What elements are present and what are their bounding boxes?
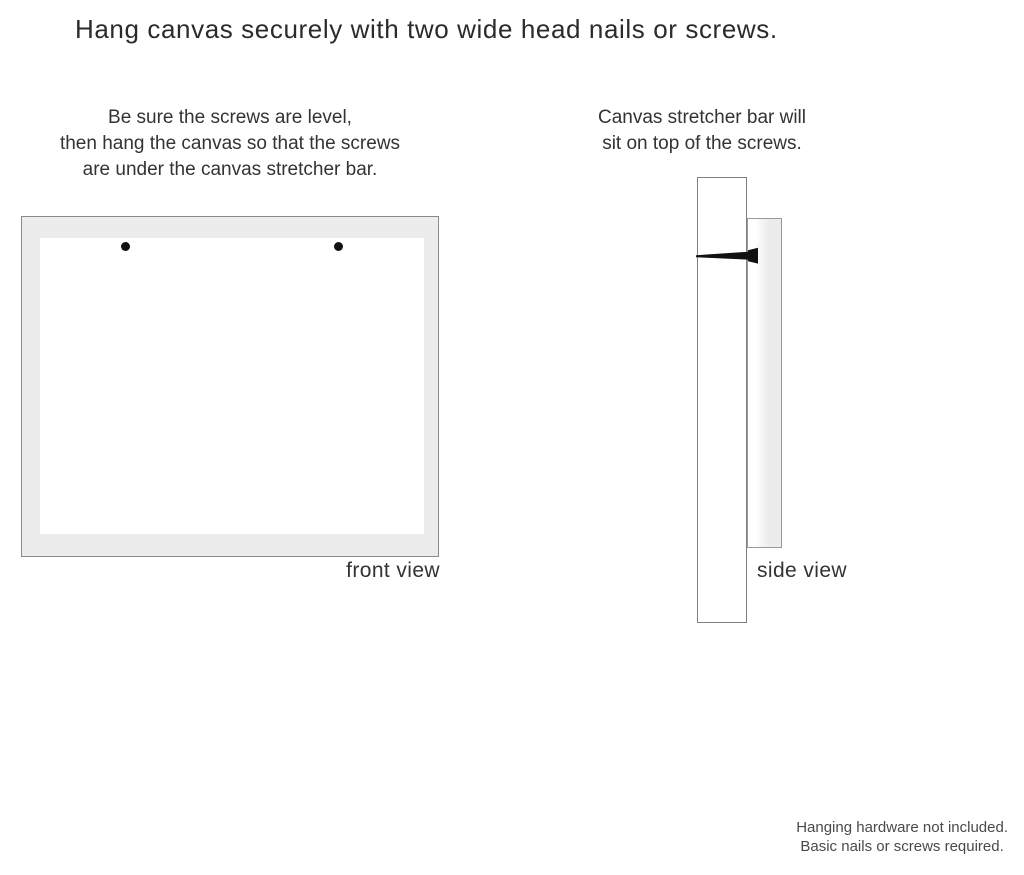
front-instruction-line: are under the canvas stretcher bar.	[82, 159, 378, 180]
page-title: Hang canvas securely with two wide head …	[75, 14, 778, 44]
front-view-instructions: Be sure the screws are level, then hang …	[18, 105, 442, 183]
side-instruction-line: sit on top of the screws.	[602, 133, 802, 154]
front-instruction-line: then hang the canvas so that the screws	[59, 133, 401, 154]
front-view-canvas-diagram	[21, 216, 439, 557]
side-view-label: side view	[757, 559, 847, 582]
side-instruction-line: Canvas stretcher bar will	[597, 107, 807, 128]
side-view-canvas-edge	[747, 218, 782, 548]
side-view-stretcher-bar	[697, 177, 747, 623]
nail-dot-icon	[334, 242, 343, 251]
canvas-inner-face	[40, 238, 424, 534]
front-view-label: front view	[346, 559, 440, 582]
nail-dot-icon	[121, 242, 130, 251]
hardware-disclaimer: Hanging hardware not included. Basic nai…	[796, 818, 1008, 856]
disclaimer-line: Basic nails or screws required.	[800, 838, 1004, 855]
side-view-instructions: Canvas stretcher bar will sit on top of …	[548, 105, 856, 157]
disclaimer-line: Hanging hardware not included.	[796, 819, 1008, 836]
front-instruction-line: Be sure the screws are level,	[108, 107, 352, 128]
nail-icon	[696, 247, 758, 264]
